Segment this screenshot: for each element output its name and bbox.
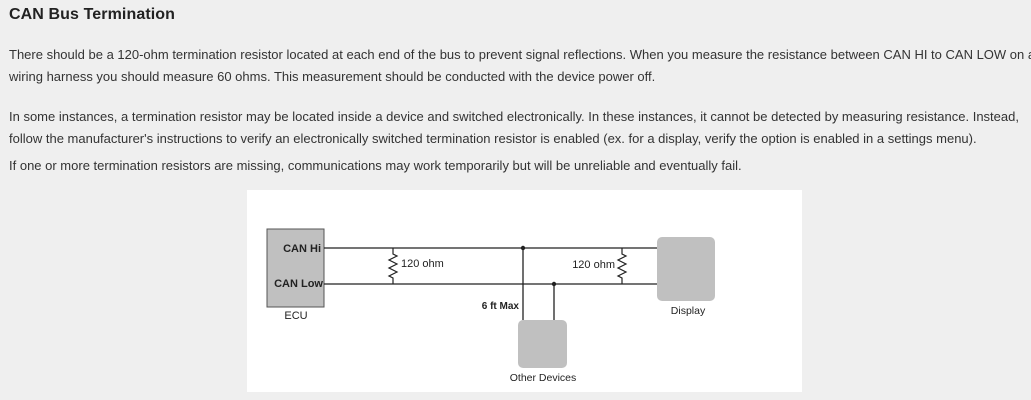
can-bus-diagram: CAN Hi CAN Low ECU 120 ohm 120 ohm 6 ft … <box>247 190 802 392</box>
display-label: Display <box>671 305 706 317</box>
paragraph-termination-resistor: There should be a 120-ohm termination re… <box>9 47 1031 84</box>
other-devices-box <box>518 320 567 368</box>
paragraph-missing-resistors: If one or more termination resistors are… <box>9 158 742 173</box>
can-bus-diagram-svg: CAN Hi CAN Low ECU 120 ohm 120 ohm 6 ft … <box>266 228 715 384</box>
paragraph-electronic-switch: In some instances, a termination resisto… <box>9 109 1019 146</box>
resistor-left-icon <box>387 248 399 284</box>
resistor-left-label: 120 ohm <box>401 258 444 270</box>
junction-hi <box>520 245 526 251</box>
stub-length-label: 6 ft Max <box>482 301 520 312</box>
ecu-label: ECU <box>284 310 307 322</box>
can-hi-label: CAN Hi <box>283 243 321 255</box>
display-box <box>657 237 715 301</box>
resistor-right-label: 120 ohm <box>572 259 615 271</box>
ecu-box <box>266 228 325 308</box>
resistor-right-icon <box>616 248 628 284</box>
junction-low <box>551 281 557 287</box>
other-devices-label: Other Devices <box>510 372 577 384</box>
section-title: CAN Bus Termination <box>9 6 176 23</box>
can-low-label: CAN Low <box>274 278 323 290</box>
